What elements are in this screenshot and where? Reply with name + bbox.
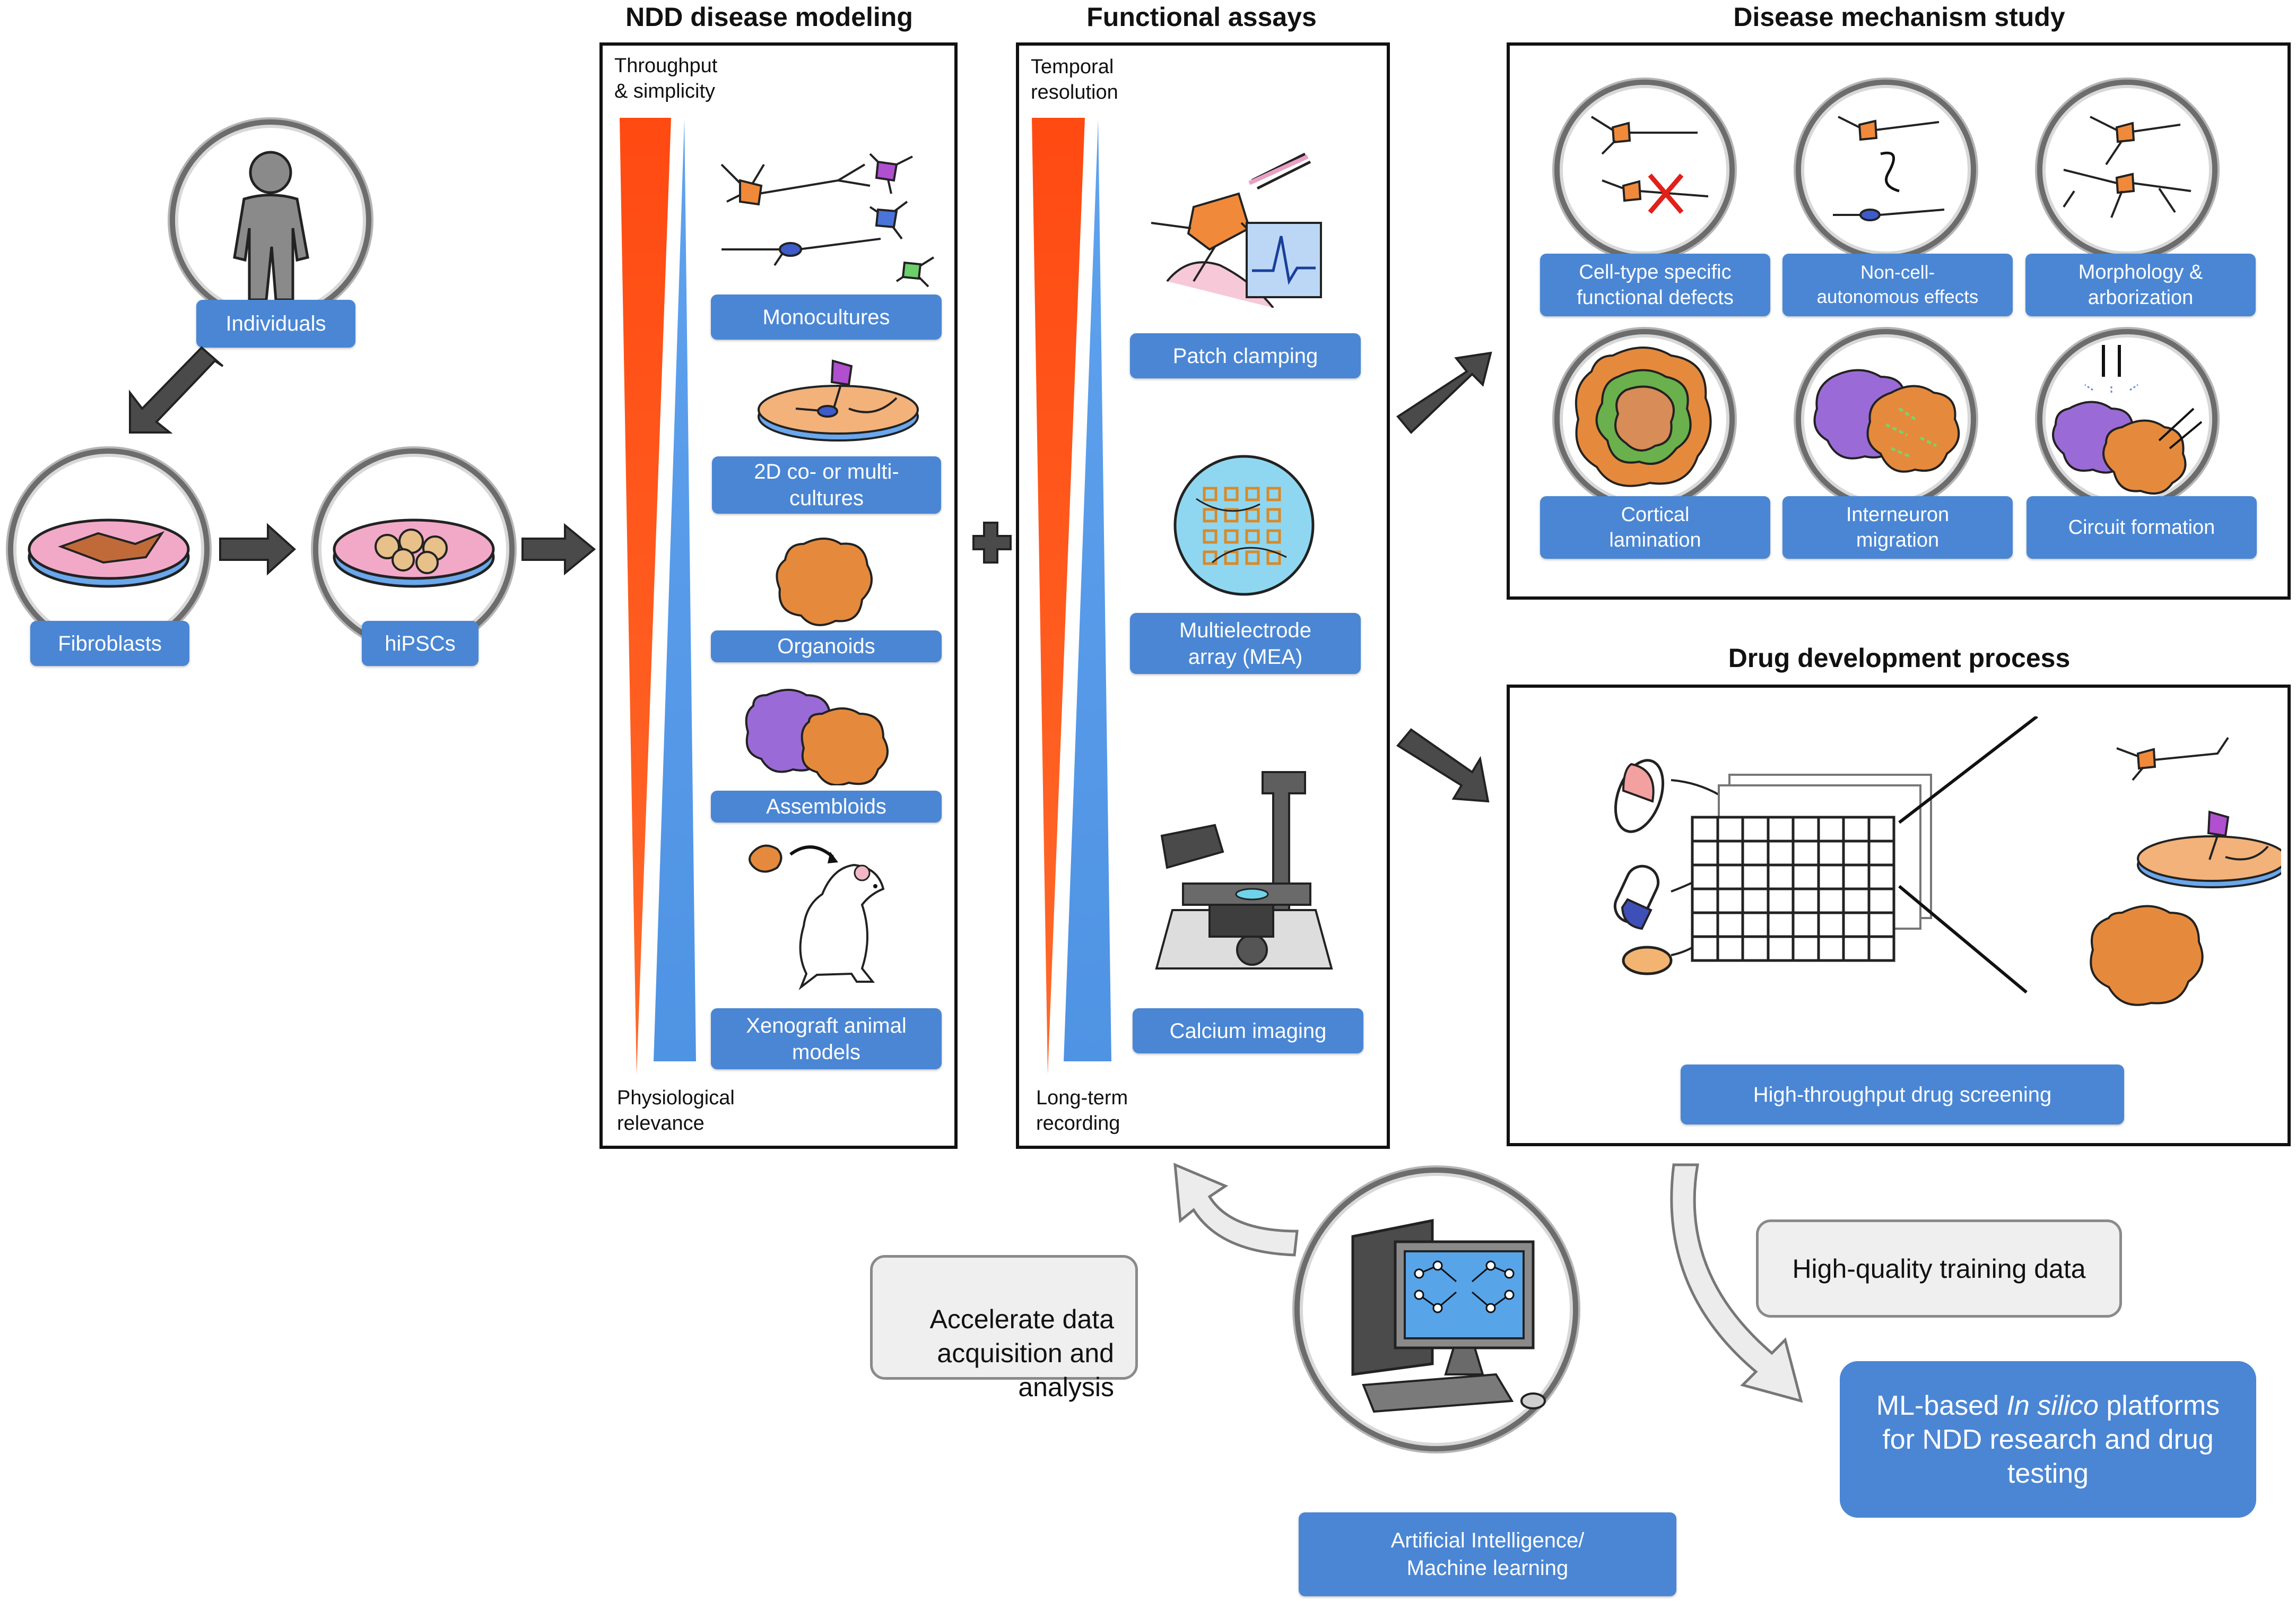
throughput-gradient-orange [620,118,671,1075]
person-icon [233,151,309,301]
label-morphology: Morphology & arborization [2025,254,2256,316]
label-mea: Multielectrode array (MEA) [1130,613,1361,674]
label-hipscs: hiPSCs [362,621,479,666]
assays-bottom-axis-label: Long-term recording [1036,1087,1128,1135]
mechanism-circle-interneuron [1796,329,1976,509]
label-fibroblasts: Fibroblasts [30,621,189,666]
note-training-text: High-quality training data [1792,1253,2086,1284]
longterm-gradient-blue [1064,119,1111,1061]
arrow-ai-to-assays [1173,1163,1299,1257]
fibroblast-dish-icon [28,518,190,588]
label-organoids: Organoids [711,630,942,662]
computer-icon [1351,1218,1546,1413]
circuit-formation-icon [2052,345,2203,495]
label-circuit-formation: Circuit formation [2027,496,2257,559]
coculture-dish-icon [758,359,919,442]
heading-disease-mechanism: Disease mechanism study [1733,2,2065,32]
note-ml-platforms: ML-based In silico platforms for NDD res… [1840,1361,2256,1518]
label-celltype-defects: Cell-type specific functional defects [1540,254,1770,316]
label-monocultures: Monocultures [711,295,942,340]
assembloid-icon [745,689,889,785]
label-interneuron-migration: Interneuron migration [1782,496,2013,559]
cortical-lamination-icon [1575,347,1712,487]
drug-screening-illustration [1613,716,2281,1006]
label-assembloids: Assembloids [711,791,942,823]
label-cortical-lamination: Cortical lamination [1540,496,1770,559]
organoid-icon [776,538,873,626]
label-patch-clamping: Patch clamping [1130,333,1361,378]
ai-circle [1294,1167,1578,1451]
label-2d-cocultures: 2D co- or multi- cultures [712,456,941,514]
heading-drug-development: Drug development process [1728,643,2071,673]
arrow-assays-to-drug [1396,728,1490,803]
heading-functional-assays: Functional assays [1086,2,1317,32]
xenograft-mouse-icon [749,844,885,991]
physiological-gradient-blue [654,119,696,1061]
label-noncell-autonomous: Non-cell- autonomous effects [1782,254,2013,316]
temporal-gradient-orange [1032,118,1085,1075]
assays-top-axis-label: Temporal resolution [1031,56,1118,103]
neural-network-icon [1414,1260,1515,1313]
modeling-bottom-axis-label: Physiological relevance [617,1087,735,1135]
label-individuals: Individuals [196,300,355,348]
arrow-hipscs-to-modeling [521,523,596,576]
individuals-circle [170,119,371,321]
note-accelerate-data: Accelerate data acquisition and analysis [870,1255,1138,1402]
morphology-icon [2063,116,2191,218]
monoculture-neurons-icon [720,153,935,288]
fibroblasts-circle [8,448,210,650]
pill-icons [1613,759,1673,975]
label-drug-screening: High-throughput drug screening [1681,1065,2124,1124]
arrow-individuals-to-fibroblasts [129,346,224,434]
hipscs-circle [313,448,515,650]
label-ai-ml: Artificial Intelligence/ Machine learnin… [1299,1512,1676,1596]
label-calcium-imaging: Calcium imaging [1133,1008,1363,1053]
celltype-defect-icon [1590,116,1709,214]
note-accelerate-text: Accelerate data acquisition and analysis [929,1304,1114,1402]
mechanism-circle-noncell [1796,80,1976,260]
patch-clamp-icon [1151,152,1322,308]
noncell-autonomous-icon [1833,116,1945,221]
modeling-top-axis-label: Throughput & simplicity [614,55,718,102]
well-plate [1691,816,1895,962]
arrow-drug-to-ml [1670,1163,1803,1403]
mechanism-circle-circuit [2037,329,2217,509]
arrow-assays-to-mechanism [1396,351,1492,434]
interneuron-migration-icon [1813,369,1960,473]
note-training-data: High-quality training data [1756,1219,2122,1318]
hipsc-dish-icon [333,518,495,588]
mechanism-circle-celltype [1554,80,1735,260]
mea-icon [1173,455,1315,596]
drug-target-organoid [2090,905,2204,1006]
arrow-fibroblasts-to-hipscs [219,523,296,576]
microscope-icon [1155,771,1333,970]
drug-target-neuron [2116,737,2229,781]
ml-platforms-text: ML-based In silico platforms for NDD res… [1876,1390,2220,1489]
heading-ndd-modeling: NDD disease modeling [625,2,913,32]
plus-sign [972,522,1012,564]
label-xenograft: Xenograft animal models [711,1008,942,1069]
mechanism-circle-cortical [1554,329,1735,509]
drug-target-coculture [2137,810,2281,888]
